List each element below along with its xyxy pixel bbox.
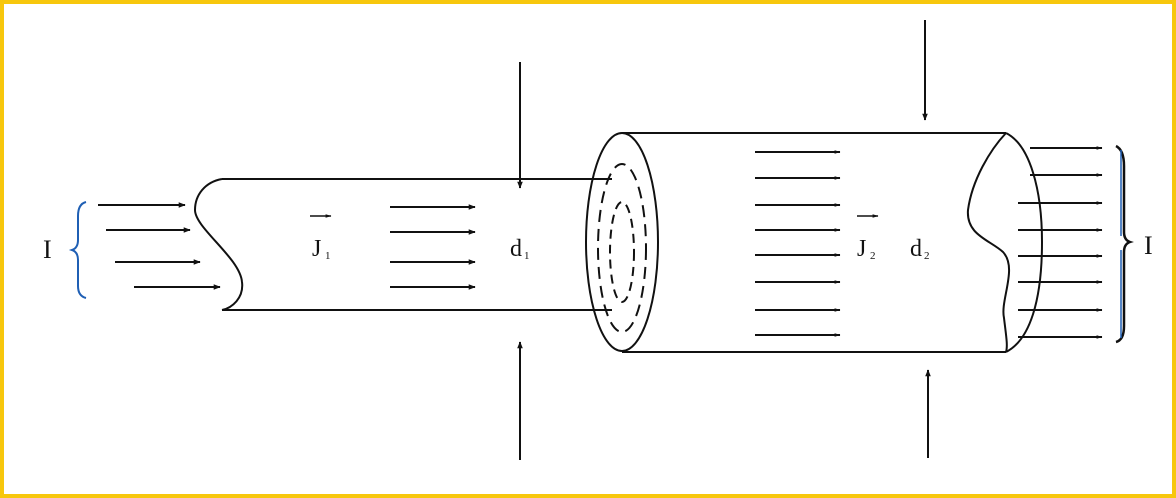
wide-front-face [585, 132, 659, 352]
wide-cut-edge [966, 132, 1011, 353]
j1-label: J [312, 236, 321, 262]
d2-label: d [910, 236, 922, 262]
outgoing-current-arrows [1018, 146, 1103, 339]
incoming-current-arrows [98, 202, 221, 290]
j1-subscript: 1 [325, 250, 331, 262]
wide-conductor [585, 132, 1044, 353]
wide-back-edge [1005, 132, 1044, 353]
d1-label: d [510, 236, 522, 262]
narrow-conductor [193, 178, 612, 311]
j1-arrows [390, 204, 476, 290]
conductor-diagram: I J 1 d 1 J 2 d 2 I [43, 20, 1153, 460]
inner-face-dashed [597, 163, 647, 333]
j2-label: J [857, 236, 866, 262]
narrow-cut-edge [193, 178, 244, 311]
left-brace [68, 201, 87, 299]
current-label-left: I [43, 235, 52, 264]
current-label-right: I [1144, 231, 1153, 260]
d2-subscript: 2 [924, 250, 930, 262]
right-brace [1115, 144, 1134, 344]
d1-subscript: 1 [524, 250, 530, 262]
j2-arrows [755, 150, 841, 337]
inner-core-dashed [609, 201, 635, 303]
j2-subscript: 2 [870, 250, 876, 262]
